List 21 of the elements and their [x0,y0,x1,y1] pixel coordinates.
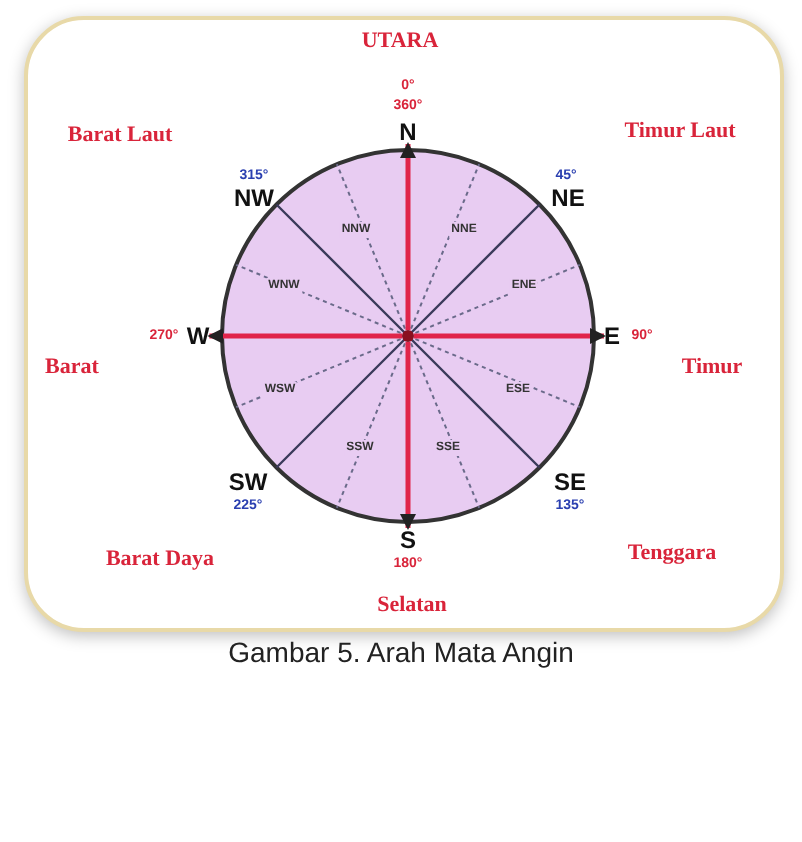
direction-name: Tenggara [627,543,717,565]
arrow [400,342,416,530]
arrow [414,328,606,344]
direction-name: Barat Laut [67,125,173,147]
direction-name: Selatan [377,595,447,617]
direction-label: N [399,120,417,144]
direction-name: Barat Daya [105,549,215,571]
arrow [207,328,402,344]
direction-name: UTARA [361,31,439,53]
direction-label: NE [551,186,585,210]
direction-label: SE [554,470,586,494]
direction-label: SW [228,470,268,494]
arrow [400,142,416,330]
direction-label: E [604,324,620,348]
direction-name: Barat [45,357,99,379]
direction-name: Timur Laut [624,121,736,143]
caption: Gambar 5. Arah Mata Angin [226,636,576,668]
direction-label: S [400,528,416,552]
direction-name: Timur [681,357,743,379]
direction-label: W [186,324,210,348]
direction-label: NW [234,186,274,210]
